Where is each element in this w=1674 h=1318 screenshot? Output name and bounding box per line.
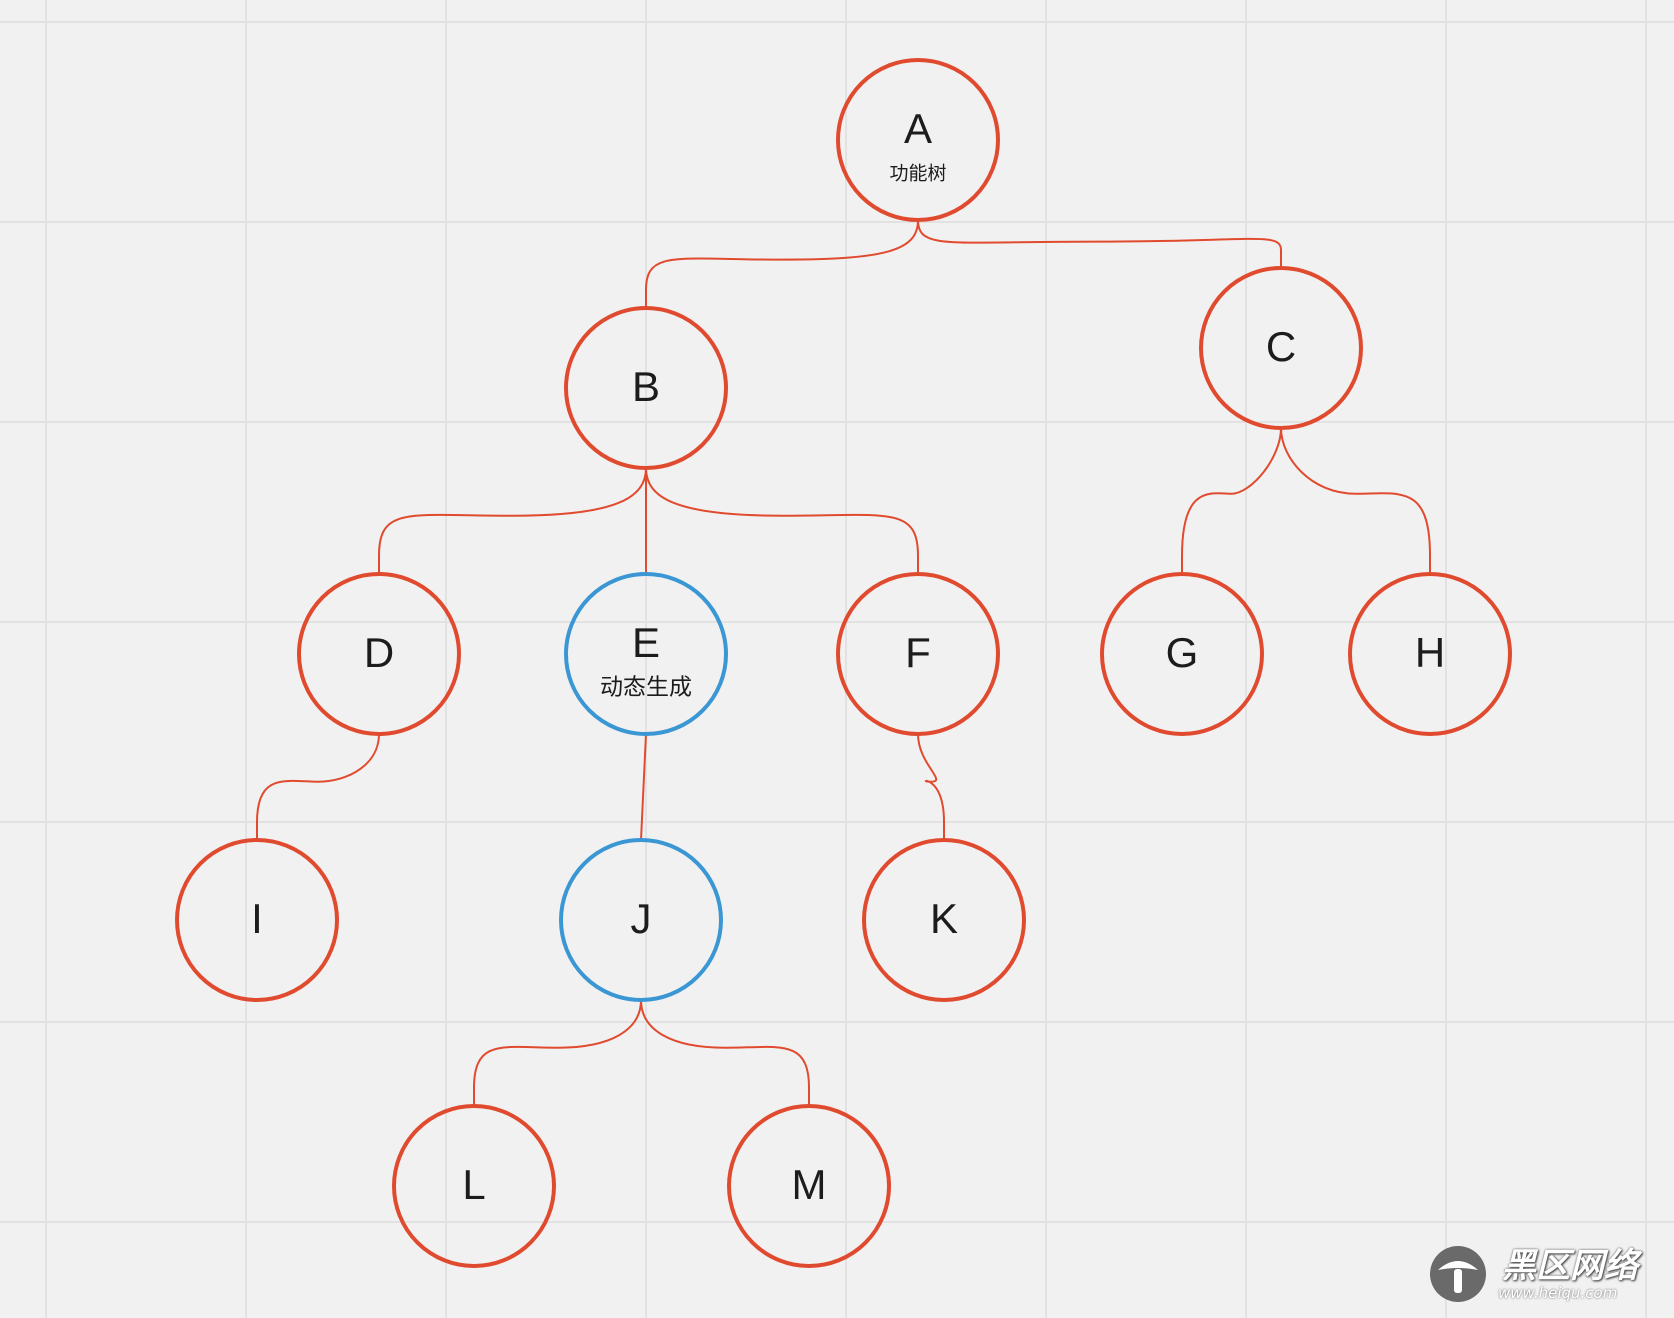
edge-j-l — [473, 999, 642, 1106]
node-f-circle — [836, 572, 1000, 736]
node-a-circle — [836, 58, 1000, 222]
edge-layer — [256, 219, 1431, 1106]
node-g-label: G — [1166, 629, 1199, 676]
node-m-circle — [727, 1104, 891, 1268]
node-i-circle — [175, 838, 339, 1002]
edge-d-i — [256, 733, 380, 840]
edge-a-c — [917, 219, 1282, 268]
node-l-label: L — [462, 1161, 485, 1208]
edge-a-b — [645, 219, 919, 308]
node-d-label: D — [364, 629, 394, 676]
node-e: E 动态生成 — [564, 572, 728, 736]
node-g: G — [1100, 572, 1264, 736]
node-k-label: K — [930, 895, 958, 942]
watermark-url: www.heiqu.com — [1498, 1284, 1618, 1302]
node-e-circle — [564, 572, 728, 736]
edge-b-d — [378, 467, 647, 574]
node-a: A 功能树 — [836, 58, 1000, 222]
node-b-label: B — [632, 363, 660, 410]
edge-j-m — [640, 999, 810, 1106]
node-j-label: J — [631, 895, 652, 942]
watermark: 黑区网络 www.heiqu.com — [1428, 1238, 1660, 1310]
edge-e-j — [640, 733, 647, 841]
mushroom-logo-icon — [1430, 1246, 1486, 1302]
node-a-label: A — [904, 105, 932, 152]
node-d: D — [297, 572, 461, 736]
node-layer: A 功能树 B C D E 动态生成 F G H I J K L M — [175, 58, 1512, 1268]
node-i: I — [175, 838, 339, 1002]
node-l: L — [392, 1104, 556, 1268]
node-k-circle — [862, 838, 1026, 1002]
node-k: K — [862, 838, 1026, 1002]
node-i-label: I — [251, 895, 263, 942]
node-c-label: C — [1266, 323, 1296, 370]
node-a-sublabel: 功能树 — [889, 163, 946, 185]
node-b-circle — [564, 306, 728, 470]
node-e-sublabel: 动态生成 — [600, 675, 692, 701]
watermark-text: 黑区网络 — [1502, 1246, 1638, 1286]
node-e-label: E — [632, 619, 660, 666]
node-f: F — [836, 572, 1000, 736]
node-j-circle — [559, 838, 723, 1002]
node-c: C — [1199, 266, 1363, 430]
edge-f-k — [917, 733, 945, 840]
node-c-circle — [1199, 266, 1363, 430]
node-l-circle — [392, 1104, 556, 1268]
node-h-label: H — [1415, 629, 1445, 676]
edge-c-h — [1280, 427, 1431, 574]
node-j: J — [559, 838, 723, 1002]
node-m-label: M — [792, 1161, 827, 1208]
edge-c-g — [1181, 427, 1282, 574]
node-m: M — [727, 1104, 891, 1268]
node-h-circle — [1348, 572, 1512, 736]
node-g-circle — [1100, 572, 1264, 736]
node-d-circle — [297, 572, 461, 736]
edge-b-f — [645, 467, 919, 574]
node-f-label: F — [905, 629, 931, 676]
node-h: H — [1348, 572, 1512, 736]
node-b: B — [564, 306, 728, 470]
